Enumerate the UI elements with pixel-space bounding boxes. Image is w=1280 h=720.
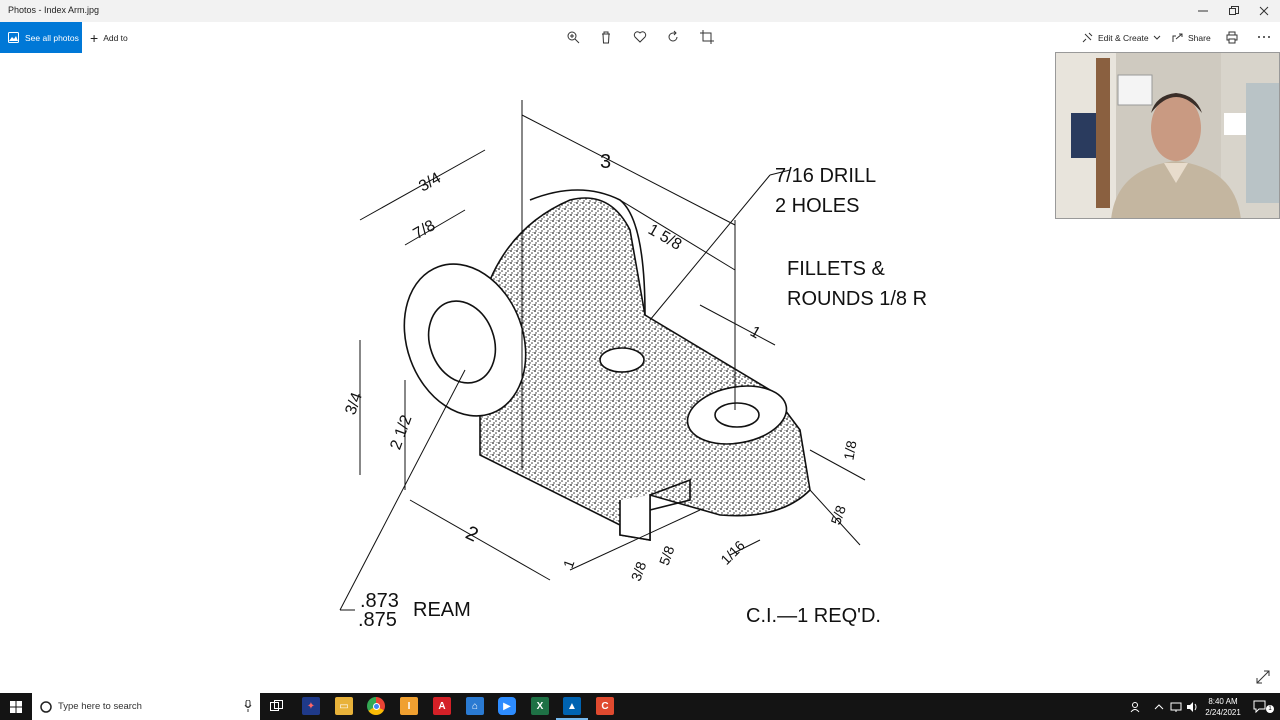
start-button[interactable] bbox=[0, 693, 32, 720]
active-app-indicator bbox=[556, 718, 588, 720]
zoom-app-icon[interactable]: ▶ bbox=[498, 697, 516, 715]
dim-3-4-left: 3/4 bbox=[342, 390, 366, 417]
dim-1-16: 1/16 bbox=[717, 537, 748, 568]
ream-bottom: .875 bbox=[358, 609, 397, 631]
file-explorer-icon[interactable]: ▭ bbox=[335, 697, 353, 715]
zoom-icon[interactable] bbox=[566, 30, 580, 44]
title-bar: Photos - Index Arm.jpg bbox=[0, 0, 1280, 22]
taskbar-app-red-2-icon[interactable]: C bbox=[596, 697, 614, 715]
fillets-line-2: ROUNDS 1/8 R bbox=[787, 288, 927, 310]
cortana-icon bbox=[40, 700, 52, 713]
dim-1-bottom: 1 bbox=[560, 557, 578, 570]
edit-create-label: Edit & Create bbox=[1098, 32, 1149, 43]
clock-date: 2/24/2021 bbox=[1205, 708, 1241, 717]
task-view-icon[interactable] bbox=[270, 700, 283, 713]
expand-icon[interactable] bbox=[1256, 670, 1270, 684]
plus-icon: + bbox=[90, 29, 99, 46]
ream-label: REAM bbox=[413, 599, 471, 621]
dim-5-8-bottom: 5/8 bbox=[656, 543, 678, 567]
window-title: Photos - Index Arm.jpg bbox=[8, 5, 100, 15]
edit-create-button[interactable]: Edit & Create bbox=[1082, 22, 1166, 53]
drill-line-1: 7/16 DRILL bbox=[775, 165, 876, 187]
minimize-button[interactable] bbox=[1187, 0, 1219, 22]
excel-icon[interactable]: X bbox=[531, 697, 549, 715]
notifications-icon[interactable] bbox=[1253, 700, 1266, 713]
dim-5-8-right: 5/8 bbox=[827, 503, 849, 527]
windows-icon bbox=[10, 700, 22, 713]
search-placeholder: Type here to search bbox=[58, 701, 142, 712]
share-icon bbox=[1172, 33, 1183, 42]
see-all-photos-button[interactable]: See all photos bbox=[0, 22, 82, 53]
add-to-button[interactable]: + Add to bbox=[90, 22, 128, 53]
clock-time: 8:40 AM bbox=[1208, 697, 1238, 706]
notification-badge: 1 bbox=[1266, 705, 1274, 713]
more-icon[interactable] bbox=[1257, 30, 1271, 44]
system-tray bbox=[1130, 693, 1202, 720]
photos-app-icon[interactable]: ▲ bbox=[563, 697, 581, 715]
taskbar-clock[interactable]: 8:40 AM 2/24/2021 bbox=[1200, 696, 1246, 718]
share-button[interactable]: Share bbox=[1172, 22, 1211, 53]
taskbar-app-blue-icon[interactable]: ⌂ bbox=[466, 697, 484, 715]
toolbar: See all photos + Add to Edit & Create Sh… bbox=[0, 22, 1280, 53]
volume-icon[interactable] bbox=[1186, 701, 1198, 713]
dim-1-5-8: 1 5/8 bbox=[645, 221, 684, 254]
chevron-up-icon[interactable] bbox=[1154, 703, 1164, 711]
crop-icon[interactable] bbox=[700, 30, 714, 44]
rotate-icon[interactable] bbox=[666, 30, 680, 44]
drill-line-2: 2 HOLES bbox=[775, 195, 859, 217]
favorite-icon[interactable] bbox=[633, 30, 647, 44]
close-button[interactable] bbox=[1248, 0, 1280, 22]
add-to-label: Add to bbox=[103, 32, 128, 43]
taskbar-app-orange-icon[interactable]: I bbox=[400, 697, 418, 715]
taskbar: Type here to search ✦ ▭ I A ⌂ ▶ X ▲ C 8:… bbox=[0, 693, 1280, 720]
ream-top: .873 bbox=[360, 590, 399, 612]
dim-1-8-right: 1/8 bbox=[840, 439, 859, 461]
webcam-video bbox=[1056, 53, 1279, 218]
restore-button[interactable] bbox=[1218, 0, 1250, 22]
dim-3: 3 bbox=[600, 151, 611, 173]
photos-icon bbox=[8, 32, 19, 43]
print-icon[interactable] bbox=[1225, 30, 1239, 44]
photos-app: Photos - Index Arm.jpg See all photos + … bbox=[0, 0, 1280, 684]
fillets-line-1: FILLETS & bbox=[787, 258, 885, 280]
index-arm-drawing: 3 3/4 7/8 1 5/8 1 7/16 DRILL 2 HOLES FIL… bbox=[339, 100, 927, 631]
webcam-overlay bbox=[1055, 52, 1280, 219]
dim-2: 2 bbox=[462, 522, 481, 547]
dim-3-8: 3/8 bbox=[628, 559, 650, 583]
network-icon[interactable] bbox=[1170, 701, 1182, 713]
chevron-down-icon bbox=[1153, 35, 1160, 40]
taskbar-app-red-icon[interactable]: ✦ bbox=[302, 697, 320, 715]
people-icon[interactable] bbox=[1130, 701, 1142, 713]
see-all-photos-label: See all photos bbox=[25, 32, 79, 43]
note-ci: C.I.—1 REQ'D. bbox=[746, 605, 881, 627]
dim-1: 1 bbox=[747, 323, 763, 342]
share-label: Share bbox=[1188, 32, 1211, 43]
taskbar-search[interactable]: Type here to search bbox=[32, 693, 260, 720]
chrome-icon[interactable] bbox=[367, 697, 385, 715]
delete-icon[interactable] bbox=[599, 30, 613, 44]
dim-2-1-2: 2 1/2 bbox=[387, 413, 415, 452]
acrobat-icon[interactable]: A bbox=[433, 697, 451, 715]
dim-3-4: 3/4 bbox=[416, 170, 444, 196]
microphone-icon[interactable] bbox=[244, 700, 252, 712]
edit-icon bbox=[1082, 32, 1093, 43]
